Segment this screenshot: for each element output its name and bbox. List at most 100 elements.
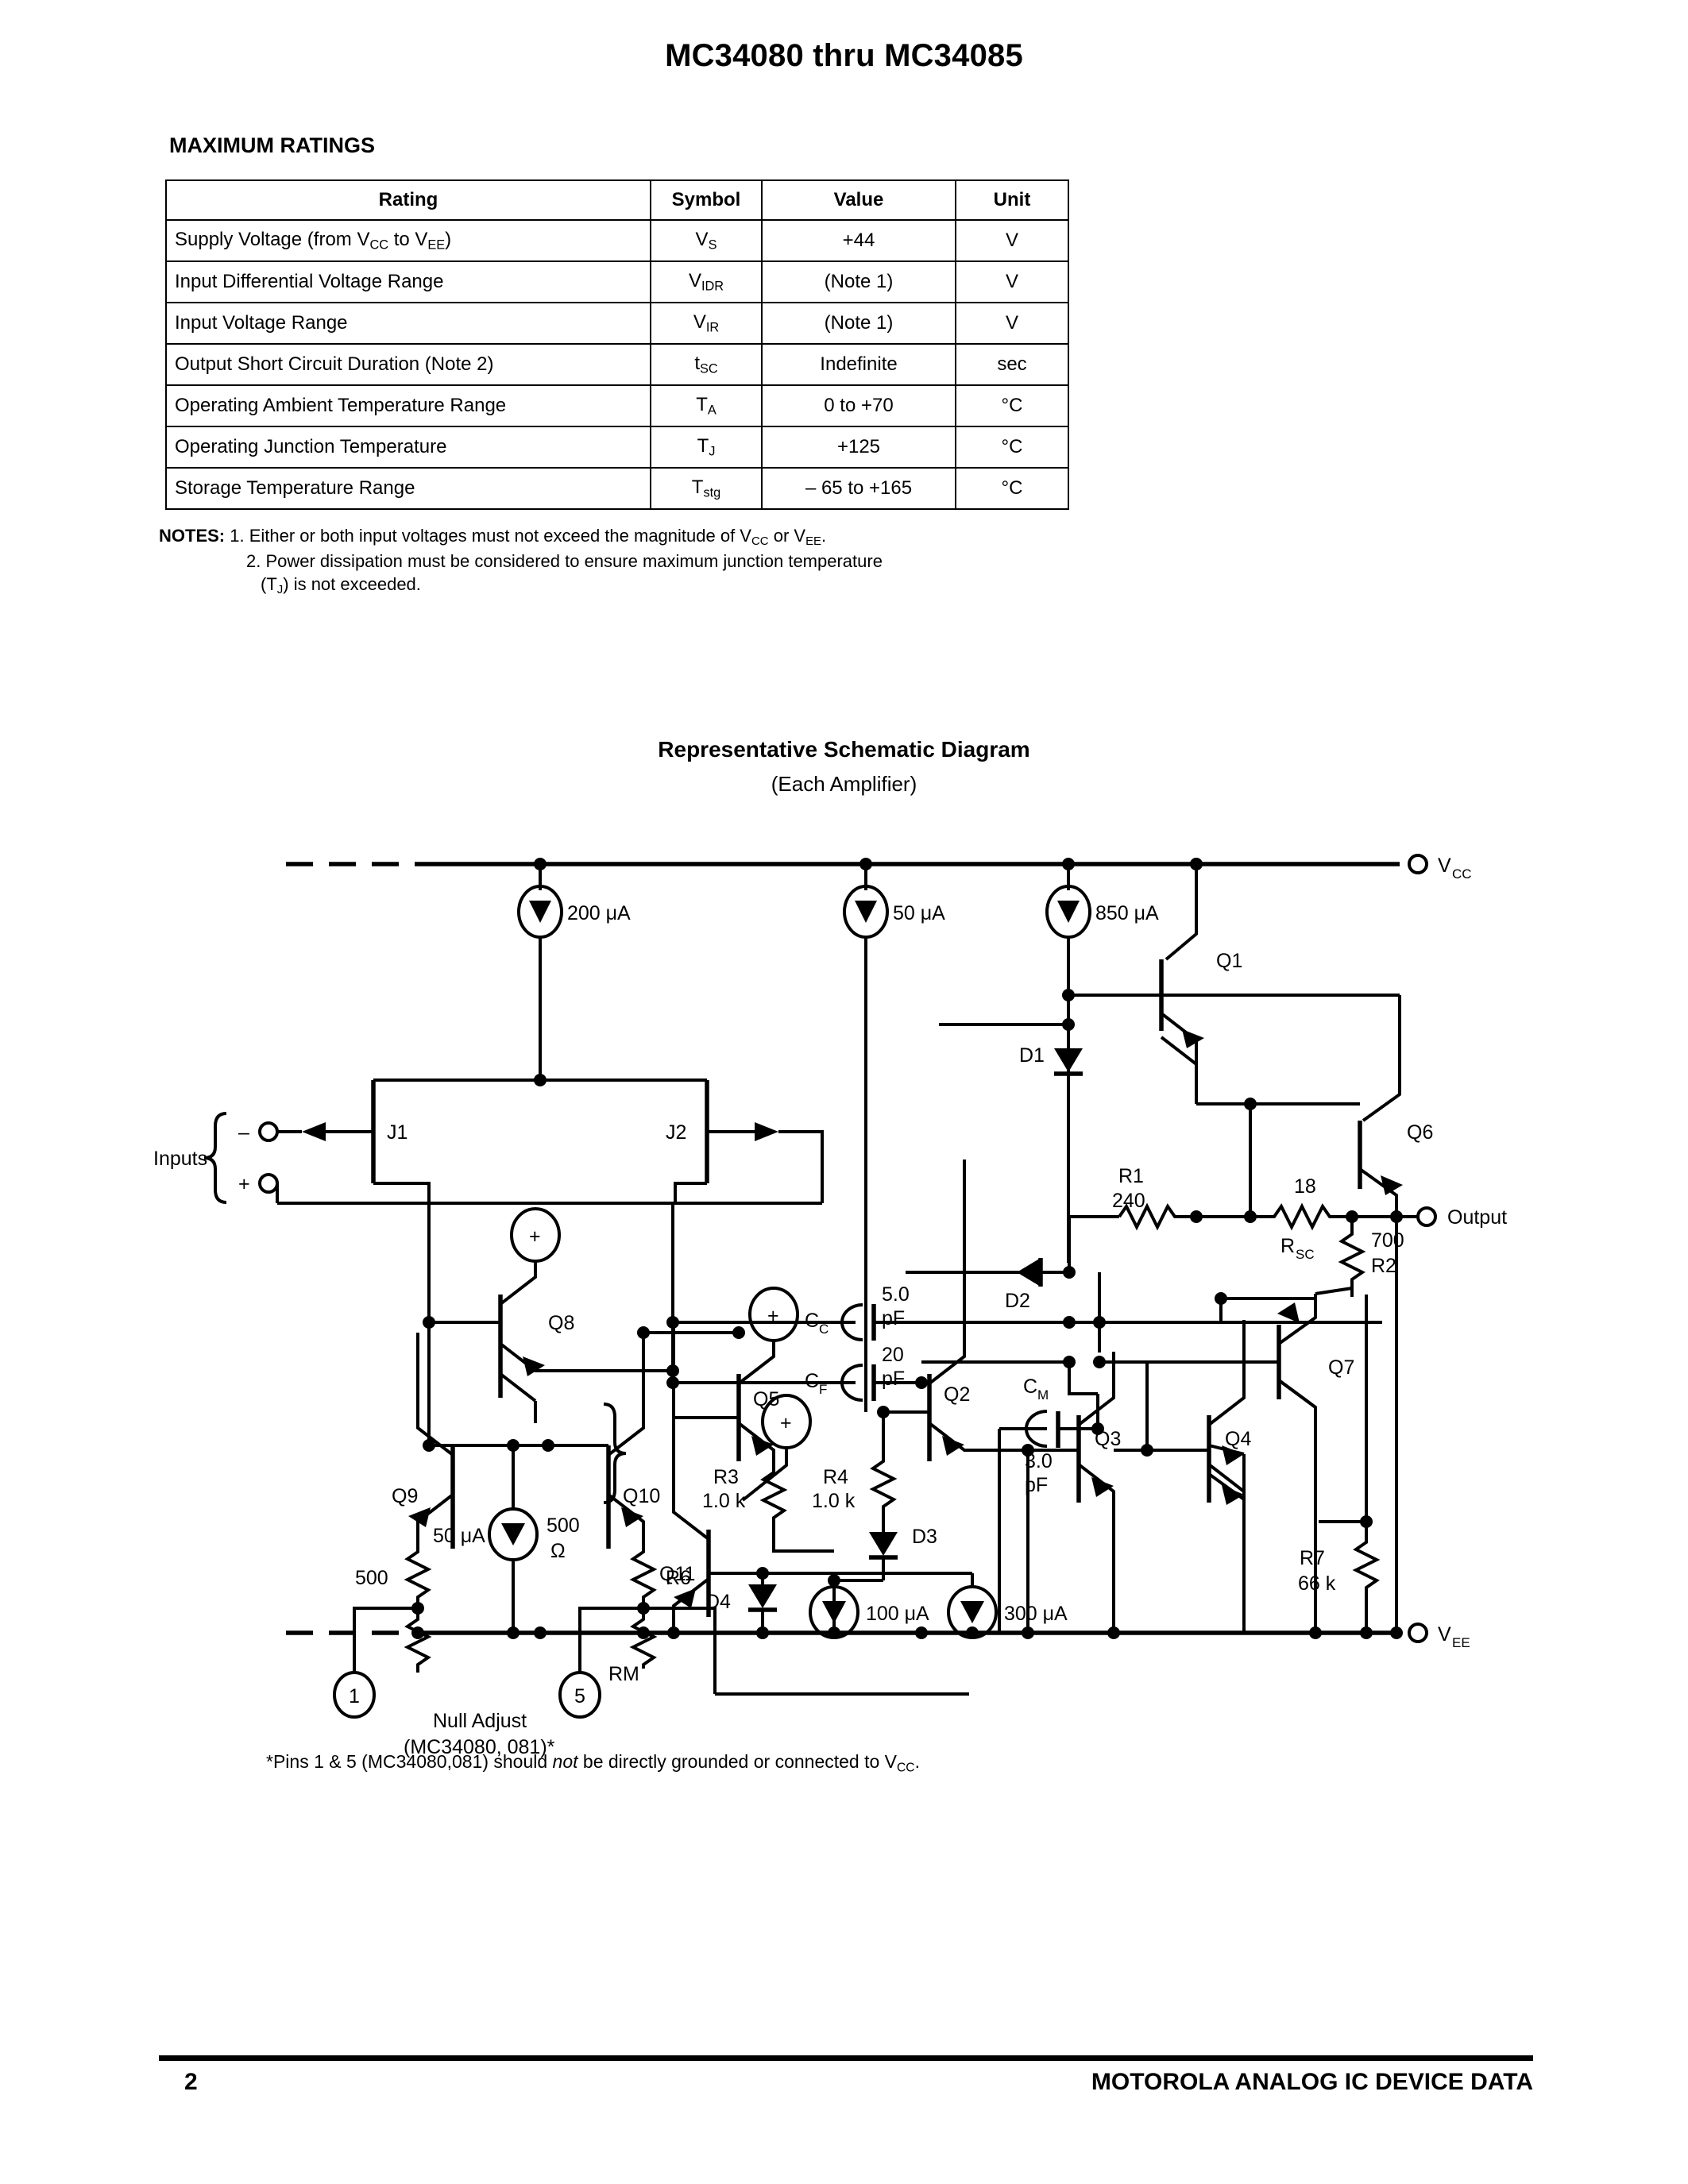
resistor-label-500ohm-b: Ω bbox=[550, 1540, 566, 1562]
cell-value: (Note 1) bbox=[761, 260, 956, 303]
transistor-label-q11: Q11 bbox=[659, 1563, 695, 1585]
representative-schematic-diagram: .w{stroke:#000;stroke-width:4;fill:none;… bbox=[0, 818, 1688, 1843]
cell-value: Indefinite bbox=[761, 343, 956, 386]
cell-unit: °C bbox=[955, 426, 1069, 469]
cell-rating: Input Differential Voltage Range bbox=[165, 260, 651, 303]
note-item-2: 2. Power dissipation must be considered … bbox=[246, 550, 883, 571]
resistor-label-r2: R2 bbox=[1371, 1255, 1396, 1277]
column-header-rating: Rating bbox=[165, 179, 651, 221]
resistor-value-rsc: 18 bbox=[1294, 1175, 1316, 1198]
svg-text:V: V bbox=[1438, 855, 1451, 877]
page-title: MC34080 thru MC34085 bbox=[665, 38, 1023, 73]
capacitor-value-cf-1: 20 bbox=[882, 1344, 904, 1366]
output-terminal-label: Output bbox=[1447, 1206, 1507, 1229]
resistor-value-r2: 700 bbox=[1371, 1229, 1404, 1252]
capacitor-value-cf-2: pF bbox=[882, 1368, 905, 1390]
transistor-label-q8: Q8 bbox=[548, 1312, 574, 1334]
table-header-row: Rating Symbol Value Unit bbox=[165, 179, 1069, 221]
current-source-label-50ua: 50 μA bbox=[893, 902, 945, 924]
cell-rating: Operating Ambient Temperature Range bbox=[165, 384, 651, 427]
cell-unit: °C bbox=[955, 384, 1069, 427]
diode-label-d2: D2 bbox=[1005, 1290, 1030, 1312]
cell-unit: sec bbox=[955, 343, 1069, 386]
input-minus-label: – bbox=[238, 1121, 249, 1144]
cell-symbol: tSC bbox=[650, 343, 763, 386]
inputs-label: Inputs bbox=[153, 1148, 207, 1170]
table-notes: NOTES: 1. Either or both input voltages … bbox=[159, 524, 883, 598]
svg-text:F: F bbox=[819, 1382, 827, 1397]
maximum-ratings-heading: MAXIMUM RATINGS bbox=[169, 133, 375, 157]
svg-text:+: + bbox=[767, 1305, 779, 1327]
transistor-label-q10: Q10 bbox=[623, 1485, 660, 1507]
transistor-label-q3: Q3 bbox=[1095, 1428, 1121, 1450]
svg-text:M: M bbox=[1037, 1387, 1049, 1403]
svg-text:SC: SC bbox=[1296, 1247, 1315, 1262]
current-source-label-850ua: 850 μA bbox=[1095, 902, 1159, 924]
svg-text:+: + bbox=[529, 1225, 541, 1248]
resistor-label-r1: R1 bbox=[1118, 1165, 1144, 1187]
footer-divider bbox=[159, 2055, 1533, 2061]
capacitor-value-cc-1: 5.0 bbox=[882, 1283, 910, 1306]
svg-text:C: C bbox=[1023, 1376, 1037, 1398]
cell-unit: V bbox=[955, 302, 1069, 345]
transistor-label-q4: Q4 bbox=[1225, 1428, 1251, 1450]
cell-symbol: TA bbox=[650, 384, 763, 427]
current-source-label-200ua: 200 μA bbox=[567, 902, 631, 924]
cell-rating: Output Short Circuit Duration (Note 2) bbox=[165, 343, 651, 386]
transistor-label-q2: Q2 bbox=[944, 1383, 970, 1406]
jfet-label-j1: J1 bbox=[387, 1121, 408, 1144]
resistor-label-r3: R3 bbox=[713, 1466, 739, 1488]
resistor-label-rm: RM bbox=[608, 1663, 639, 1685]
cell-symbol: Tstg bbox=[650, 467, 763, 510]
column-header-value: Value bbox=[761, 179, 956, 221]
column-header-unit: Unit bbox=[955, 179, 1069, 221]
current-source-label-50ua-b: 50 μA bbox=[433, 1525, 485, 1547]
cell-symbol: TJ bbox=[650, 426, 763, 469]
cell-value: 0 to +70 bbox=[761, 384, 956, 427]
cell-rating: Operating Junction Temperature bbox=[165, 426, 651, 469]
note-item-1: 1. Either or both input voltages must no… bbox=[230, 526, 827, 549]
column-header-symbol: Symbol bbox=[650, 179, 763, 221]
resistor-label-500ohm-a: 500 bbox=[547, 1515, 580, 1537]
input-plus-label: + bbox=[238, 1173, 250, 1195]
resistor-label-r6: R6 bbox=[666, 1567, 691, 1589]
diode-label-d4: D4 bbox=[705, 1591, 731, 1613]
current-source-label-100ua: 100 μA bbox=[866, 1603, 929, 1625]
svg-text:C: C bbox=[805, 1310, 819, 1332]
cell-rating: Storage Temperature Range bbox=[165, 467, 651, 510]
svg-text:+: + bbox=[780, 1412, 792, 1434]
resistor-label-r4: R4 bbox=[823, 1466, 848, 1488]
schematic-footnote: *Pins 1 & 5 (MC34080,081) should not be … bbox=[266, 1751, 920, 1775]
cell-symbol: VS bbox=[650, 219, 763, 262]
cell-unit: °C bbox=[955, 467, 1069, 510]
table-row: Output Short Circuit Duration (Note 2)tS… bbox=[165, 343, 1069, 386]
svg-text:EE: EE bbox=[1452, 1635, 1470, 1650]
transistor-label-q9: Q9 bbox=[392, 1485, 418, 1507]
svg-text:C: C bbox=[805, 1370, 819, 1392]
resistor-label-500a: 500 bbox=[355, 1567, 388, 1589]
resistor-value-r4: 1.0 k bbox=[812, 1490, 856, 1512]
diode-label-d1: D1 bbox=[1019, 1044, 1045, 1067]
pin-label-1: 1 bbox=[349, 1685, 360, 1707]
null-adjust-line1: Null Adjust bbox=[433, 1710, 527, 1732]
maximum-ratings-table: Rating Symbol Value Unit Supply Voltage … bbox=[165, 179, 1069, 510]
svg-text:V: V bbox=[1438, 1623, 1451, 1646]
cell-unit: V bbox=[955, 219, 1069, 262]
resistor-value-r7: 66 k bbox=[1298, 1572, 1336, 1595]
svg-text:R: R bbox=[1280, 1235, 1295, 1257]
footer-brand: MOTOROLA ANALOG IC DEVICE DATA bbox=[1091, 2069, 1533, 2095]
pin-label-5: 5 bbox=[574, 1685, 585, 1707]
cell-rating: Supply Voltage (from VCC to VEE) bbox=[165, 219, 651, 262]
capacitor-value-cc-2: pF bbox=[882, 1307, 905, 1329]
schematic-subtitle: (Each Amplifier) bbox=[771, 772, 917, 796]
svg-text:CC: CC bbox=[1452, 866, 1472, 882]
cell-symbol: VIR bbox=[650, 302, 763, 345]
resistor-value-r3: 1.0 k bbox=[702, 1490, 746, 1512]
svg-text:C: C bbox=[819, 1322, 829, 1337]
